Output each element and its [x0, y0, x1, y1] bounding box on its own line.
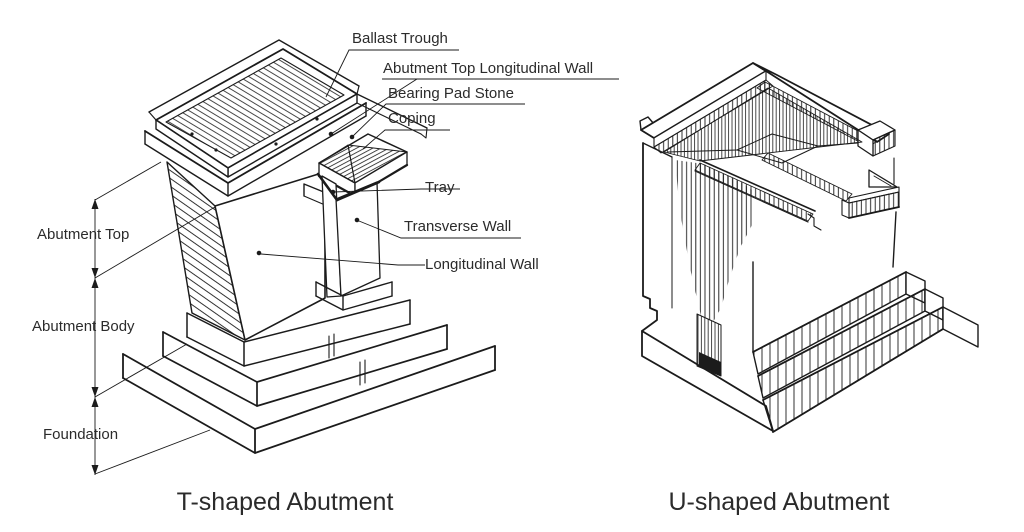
- t-abutment-caption: T-shaped Abutment: [176, 488, 394, 516]
- t-abutment-drawing: [122, 39, 496, 454]
- callout-abutment-top-longitudinal-wall: Abutment Top Longitudinal Wall: [383, 60, 594, 77]
- callout-transverse-wall: Transverse Wall: [404, 218, 512, 235]
- dimension-label-foundation: Foundation: [43, 426, 119, 443]
- callout-tray: Tray: [425, 179, 455, 196]
- dimension-label-abutment-body: Abutment Body: [32, 318, 135, 335]
- callout-longitudinal-wall: Longitudinal Wall: [425, 256, 539, 273]
- dimension-label-abutment-top: Abutment Top: [37, 226, 130, 243]
- u-abutment-caption: U-shaped Abutment: [668, 488, 890, 516]
- u-abutment-drawing: [639, 62, 979, 433]
- t-dimension-lines: [91, 161, 216, 475]
- callout-coping: Coping: [388, 110, 436, 127]
- callout-ballast-trough: Ballast Trough: [352, 30, 448, 47]
- callout-bearing-pad-stone: Bearing Pad Stone: [388, 85, 514, 102]
- t-callout-leaders: [256, 49, 619, 266]
